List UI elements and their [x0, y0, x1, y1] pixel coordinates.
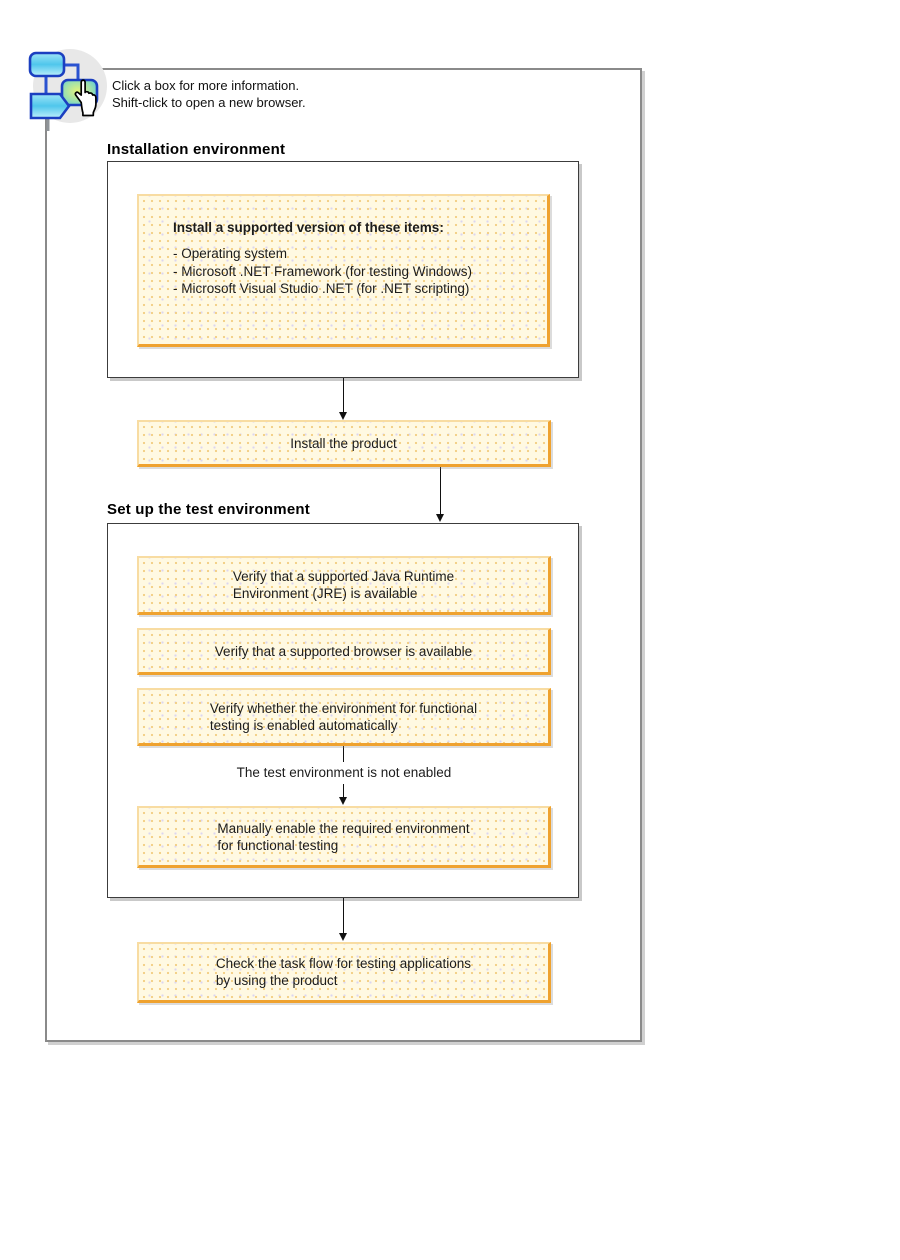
prerequisite-item: - Microsoft .NET Framework (for testing … [173, 263, 473, 279]
manual-enable-line-1: Manually enable the required environment [217, 820, 470, 836]
setup-test-environment-heading: Set up the test environment [107, 501, 310, 518]
connector-line [343, 898, 344, 933]
install-product-box[interactable]: Install the product [137, 420, 551, 467]
instruction-line-2: Shift-click to open a new browser. [112, 94, 306, 110]
prerequisites-title: Install a supported version of these ite… [173, 220, 444, 235]
verify-enabled-line-2: testing is enabled automatically [209, 717, 398, 733]
verify-jre-box[interactable]: Verify that a supported Java Runtime Env… [137, 556, 551, 615]
connector-line [440, 467, 441, 514]
arrow-down-icon [339, 412, 347, 420]
check-task-flow-box[interactable]: Check the task flow for testing applicat… [137, 942, 551, 1003]
hand-pointer-icon [74, 79, 97, 117]
install-product-label: Install the product [290, 435, 397, 451]
verify-browser-box[interactable]: Verify that a supported browser is avail… [137, 628, 551, 675]
check-task-flow-line-2: by using the product [215, 973, 338, 988]
verify-jre-line-1: Verify that a supported Java Runtime [232, 569, 455, 584]
instructions-text: Click a box for more information. Shift-… [112, 78, 306, 111]
installation-environment-heading: Installation environment [107, 141, 286, 158]
manual-enable-box[interactable]: Manually enable the required environment… [137, 806, 551, 868]
connector-line [343, 746, 344, 762]
verify-enabled-line-1: Verify whether the environment for funct… [209, 700, 478, 716]
verify-jre-line-2: Environment (JRE) is available [232, 586, 418, 601]
manual-enable-line-2: for functional testing [217, 837, 339, 853]
connector-line [343, 378, 344, 412]
arrow-down-icon [339, 797, 347, 805]
arrow-down-icon [436, 514, 444, 522]
instruction-line-1: Click a box for more information. [112, 78, 300, 93]
prerequisite-item: - Microsoft Visual Studio .NET (for .NET… [173, 281, 470, 296]
prerequisites-box[interactable]: Install a supported version of these ite… [137, 194, 550, 347]
prerequisites-list: - Operating system - Microsoft .NET Fram… [173, 245, 537, 298]
arrow-down-icon [339, 933, 347, 941]
verify-enabled-box[interactable]: Verify whether the environment for funct… [137, 688, 551, 746]
branch-condition-label: The test environment is not enabled [137, 765, 551, 780]
connector-line [343, 784, 344, 797]
verify-browser-label: Verify that a supported browser is avail… [214, 643, 473, 659]
click-hand-icon [24, 46, 116, 132]
prerequisite-item: - Operating system [173, 246, 288, 261]
check-task-flow-line-1: Check the task flow for testing applicat… [215, 956, 472, 971]
